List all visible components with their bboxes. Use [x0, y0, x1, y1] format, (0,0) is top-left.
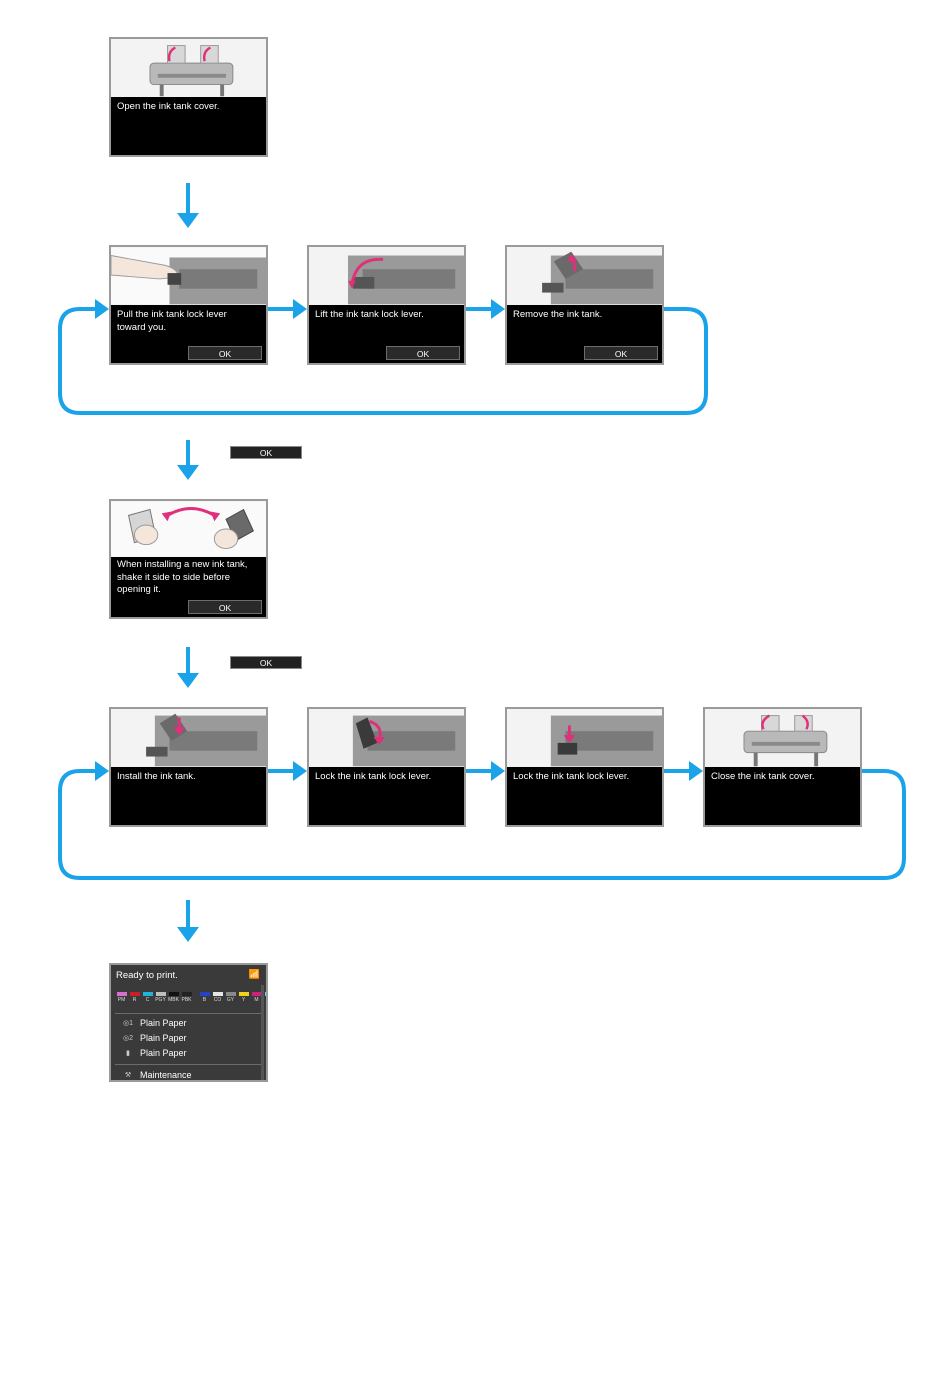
screen-message: Close the ink tank cover. [711, 771, 815, 782]
right-arrow-loop2-c [664, 761, 703, 781]
roll-paper-1-icon: ◎1 [122, 1019, 133, 1027]
right-arrow-loop1-b [466, 299, 505, 319]
down-arrow-1 [177, 183, 199, 228]
divider [115, 1013, 262, 1014]
ok-key-indicator: OK [230, 656, 302, 669]
screen-shake-tank: When installing a new ink tank, shake it… [109, 499, 268, 619]
maintenance-icon: ⚒ [124, 1071, 132, 1079]
lock-lever-down-illustration [507, 709, 662, 767]
paper-row-roll2[interactable]: ◎2 Plain Paper [122, 1033, 187, 1043]
screen-lock-lever-2: Lock the ink tank lock lever. [505, 707, 664, 827]
ink-b: B [199, 992, 210, 1003]
right-arrow-loop2-b [466, 761, 505, 781]
ink-pc: PC [264, 992, 266, 1003]
paper-row-roll1[interactable]: ◎1 Plain Paper [122, 1018, 187, 1028]
down-arrow-2 [177, 440, 199, 480]
ink-pm: PM [116, 992, 127, 1003]
ink-gy: GY [225, 992, 236, 1003]
screen-pull-lever: Pull the ink tank lock lever toward you.… [109, 245, 268, 365]
screen-message: Lock the ink tank lock lever. [513, 771, 630, 782]
screen-message: Lock the ink tank lock lever. [315, 771, 432, 782]
ink-c: C [142, 992, 153, 1003]
screen-open-cover: Open the ink tank cover. [109, 37, 268, 157]
ink-co: CO [212, 992, 223, 1003]
roll-paper-2-icon: ◎2 [122, 1034, 133, 1042]
screen-message: Install the ink tank. [117, 771, 196, 782]
screen-message: Pull the ink tank lock lever toward you. [117, 309, 227, 333]
screen-message: Remove the ink tank. [513, 309, 603, 320]
ink-pgy: PGY [155, 992, 166, 1003]
divider [115, 1064, 262, 1065]
ink-mbk: MBK [168, 992, 179, 1003]
cut-sheet-icon: ▮ [126, 1049, 130, 1057]
scrollbar[interactable] [261, 985, 264, 1080]
ink-r: R [129, 992, 140, 1003]
screen-remove-tank: Remove the ink tank. OK [505, 245, 664, 365]
screen-message: When installing a new ink tank, shake it… [117, 559, 248, 595]
screen-install-tank: Install the ink tank. [109, 707, 268, 827]
screen-ready-status: Ready to print. 📶 PM R C PGY MBK PBK B C… [109, 963, 268, 1082]
right-arrow-loop1-a [268, 299, 307, 319]
ink-m: M [251, 992, 262, 1003]
lock-lever-illustration [309, 709, 464, 767]
printer-cover-illustration [111, 39, 266, 97]
screen-lift-lever: Lift the ink tank lock lever. OK [307, 245, 466, 365]
ok-button[interactable]: OK [386, 346, 460, 360]
install-tank-illustration [111, 709, 266, 767]
ink-y: Y [238, 992, 249, 1003]
down-arrow-4 [177, 900, 199, 942]
ok-button[interactable]: OK [584, 346, 658, 360]
wifi-icon: 📶 [248, 969, 260, 979]
down-arrow-3 [177, 647, 199, 688]
screen-message: Open the ink tank cover. [117, 101, 220, 112]
status-title: Ready to print. [116, 970, 178, 981]
ink-level-row: PM R C PGY MBK PBK B CO GY Y M PC [116, 992, 266, 1003]
right-arrow-loop2-a [268, 761, 307, 781]
ok-button[interactable]: OK [188, 346, 262, 360]
hand-pull-lever-illustration [111, 247, 266, 305]
remove-tank-illustration [507, 247, 662, 305]
maintenance-item[interactable]: ⚒ Maintenance [121, 1070, 192, 1080]
ok-key-indicator: OK [230, 446, 302, 459]
printer-close-cover-illustration [705, 709, 860, 767]
ink-pbk: PBK [181, 992, 192, 1003]
screen-lock-lever-1: Lock the ink tank lock lever. [307, 707, 466, 827]
lift-lever-illustration [309, 247, 464, 305]
screen-close-cover: Close the ink tank cover. [703, 707, 862, 827]
ok-button[interactable]: OK [188, 600, 262, 614]
screen-message: Lift the ink tank lock lever. [315, 309, 424, 320]
paper-row-cut-sheet[interactable]: ▮ Plain Paper [121, 1048, 186, 1058]
shake-tank-illustration [111, 501, 266, 557]
